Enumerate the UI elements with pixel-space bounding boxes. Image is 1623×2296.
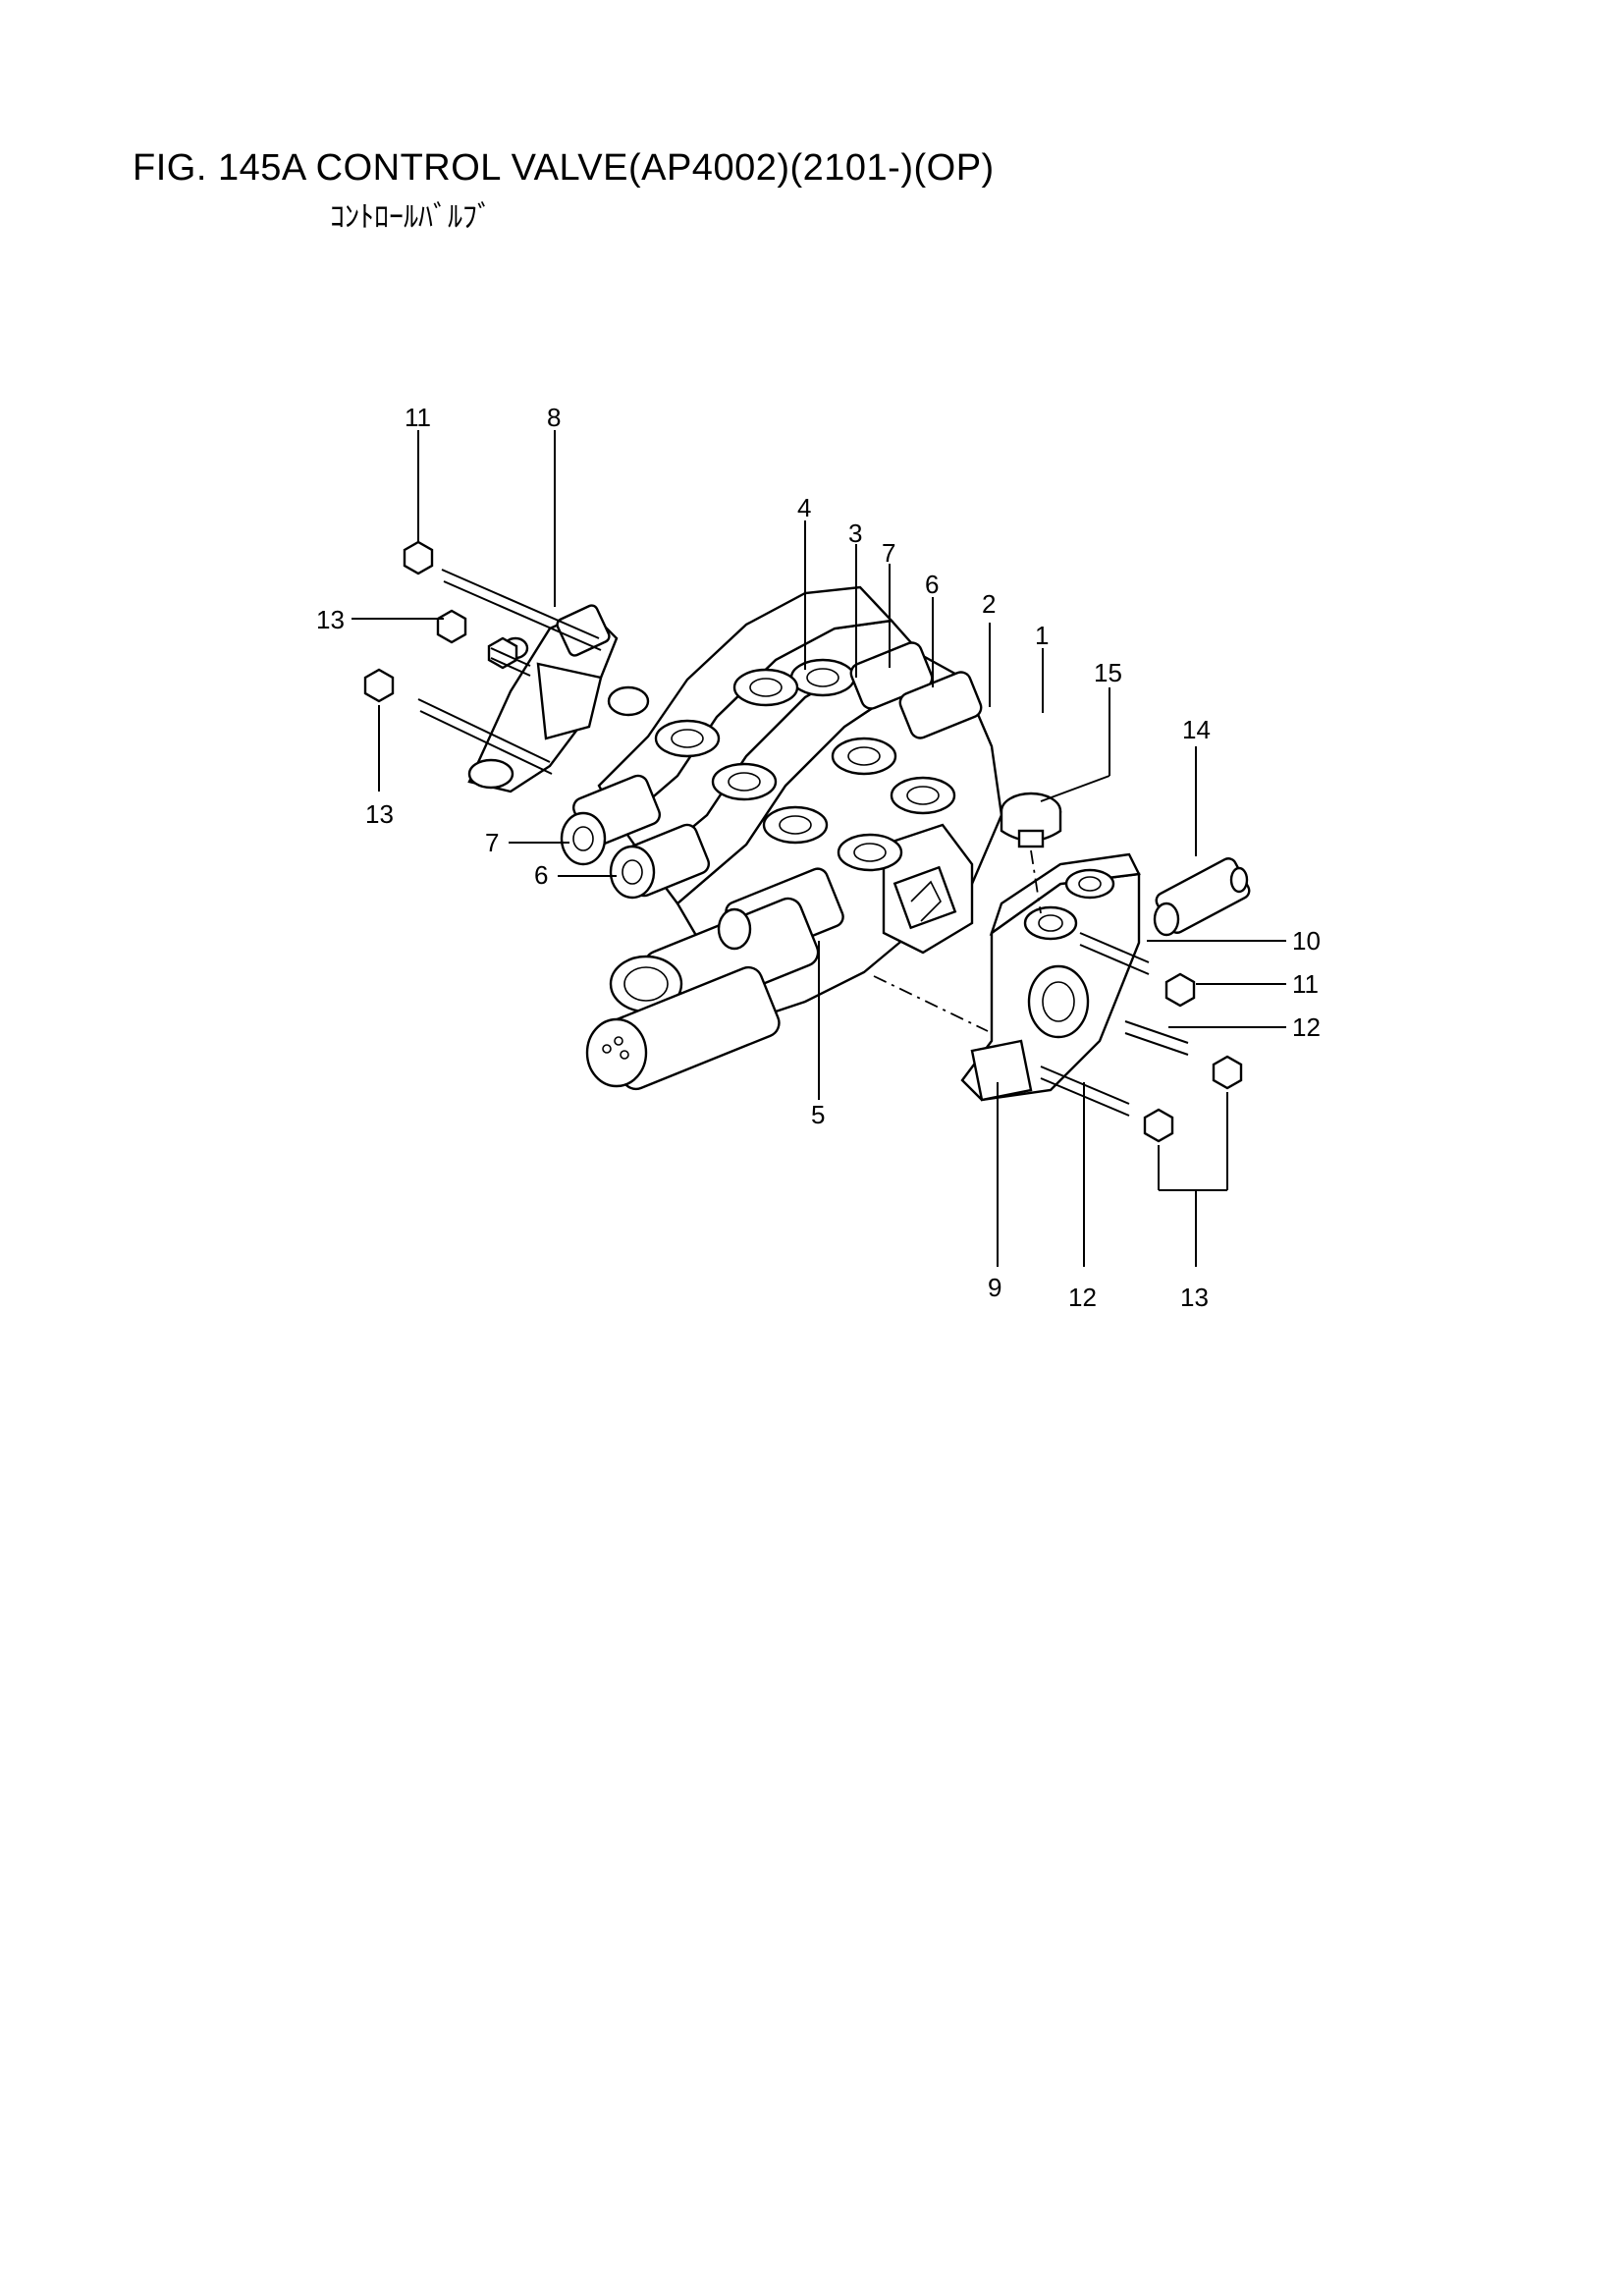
end-cover-part-8 (467, 604, 650, 793)
callout-8: 8 (547, 403, 561, 432)
callout-5: 5 (811, 1100, 825, 1129)
callout-1: 1 (1035, 621, 1049, 650)
callout-14: 14 (1182, 715, 1211, 744)
nut-part-13-left-a (436, 609, 467, 644)
callout-9: 9 (988, 1273, 1001, 1302)
callout-13-left-lower: 13 (365, 799, 394, 829)
callout-15: 15 (1094, 658, 1122, 687)
pressure-switch-part-14 (1153, 857, 1251, 937)
spool-caps-top (849, 641, 983, 739)
callout-13-left-upper: 13 (316, 605, 345, 634)
callout-11-right: 11 (1292, 969, 1319, 999)
nut-part-13-right-a (1212, 1055, 1243, 1090)
callout-11-top: 11 (405, 403, 431, 432)
callout-12-bottom: 12 (1068, 1283, 1097, 1312)
assembly-axis-line (873, 975, 989, 1032)
bolts-right (1040, 932, 1189, 1117)
figure-subtitle: ｺﾝﾄﾛｰﾙﾊﾞﾙﾌﾞ (330, 200, 492, 235)
nut-part-13-left-b (363, 668, 395, 703)
callout-10: 10 (1292, 926, 1321, 956)
callout-labels: 11 8 4 3 7 6 2 1 15 14 13 13 7 6 10 11 1… (316, 403, 1321, 1312)
callout-7-top: 7 (882, 538, 895, 568)
callout-12-right: 12 (1292, 1012, 1321, 1042)
spool-caps-left (560, 774, 711, 900)
leader-lines (352, 430, 1286, 1267)
nut-part-11-left (403, 540, 434, 575)
callout-2: 2 (982, 589, 996, 619)
nut-part-11-right (1164, 972, 1196, 1008)
plug-part-15 (1000, 792, 1062, 848)
end-cover-part-9 (960, 852, 1141, 1102)
callout-3: 3 (848, 519, 862, 548)
solenoid-spool-part-5 (585, 867, 844, 1091)
port-bosses (654, 658, 956, 872)
valve-assembly-drawing (363, 540, 1251, 1143)
nut-part-13-right-b (1143, 1108, 1174, 1143)
callout-7-left: 7 (485, 828, 499, 857)
tie-bolts-left (417, 569, 602, 775)
callout-4: 4 (797, 493, 811, 522)
callout-6-left: 6 (534, 860, 548, 890)
callout-6-top: 6 (925, 570, 939, 599)
callout-13-bottom: 13 (1180, 1283, 1209, 1312)
figure-title: FIG. 145A CONTROL VALVE(AP4002)(2101-)(O… (133, 147, 995, 189)
